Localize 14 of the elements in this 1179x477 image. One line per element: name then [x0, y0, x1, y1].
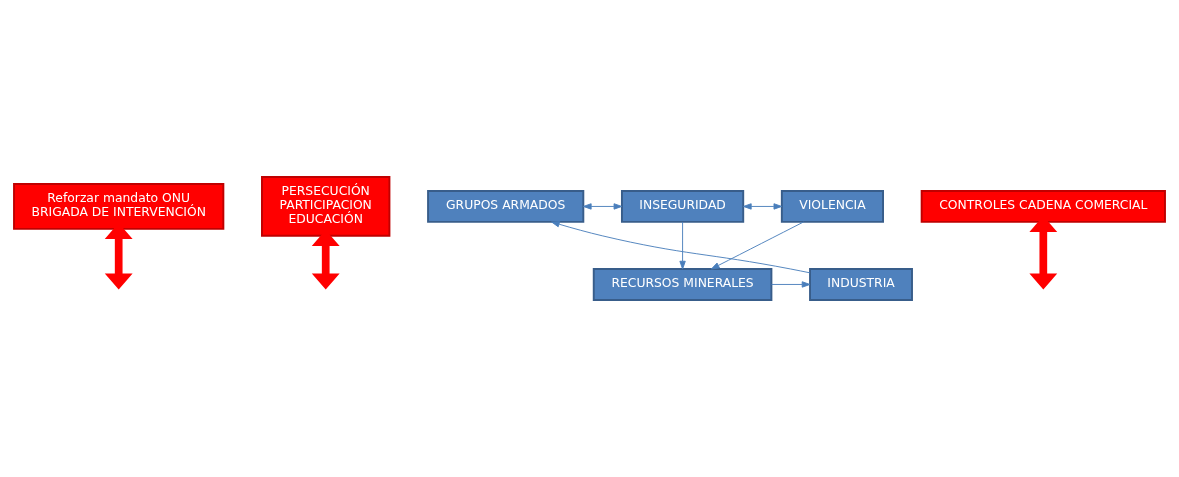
node-box: INSEGURIDAD — [620, 190, 745, 223]
arrow — [771, 281, 811, 288]
arrow — [582, 203, 623, 210]
arrow — [551, 221, 811, 274]
node-box: PERSECUCIÓN PARTICIPACION EDUCACIÓN — [261, 176, 391, 237]
node-box: RECURSOS MINERALES — [592, 268, 773, 301]
node-box: Reforzar mandato ONU BRIGADA DE INTERVENCIÓN — [13, 183, 225, 230]
node-box: INDUSTRIA — [809, 268, 913, 301]
arrow — [743, 203, 783, 210]
node-box: VIOLENCIA — [780, 190, 884, 223]
node-box: GRUPOS ARMADOS — [427, 190, 585, 223]
arrow — [679, 221, 686, 270]
arrow — [710, 221, 804, 270]
node-box: CONTROLES CADENA COMERCIAL — [920, 190, 1166, 223]
